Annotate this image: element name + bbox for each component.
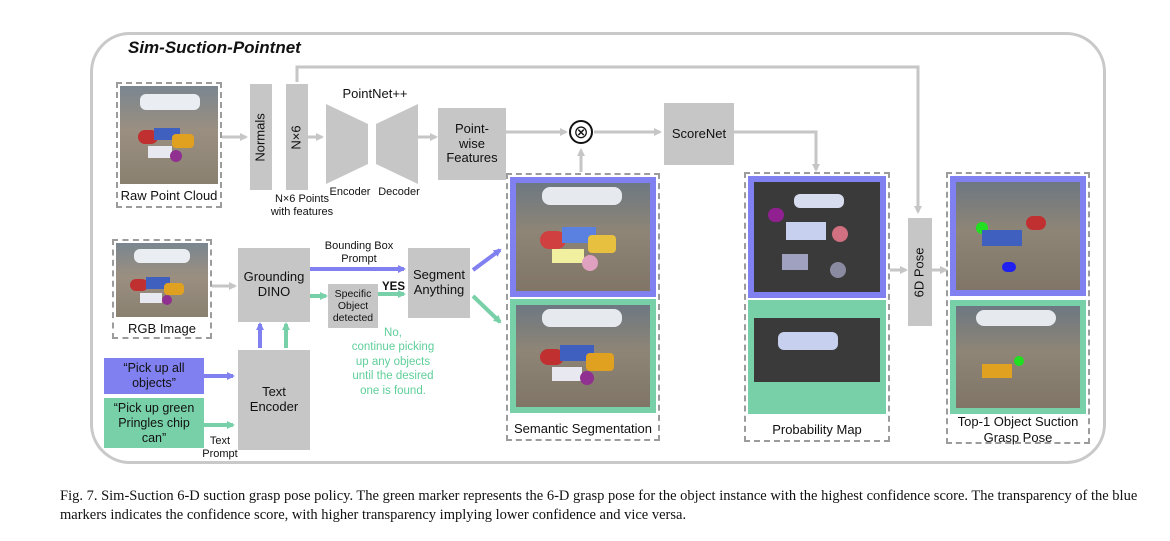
probability-map-panel: Probability Map [744,172,890,442]
encoder-trapezoid [326,104,368,184]
encoder-decoder-shape [326,104,418,184]
text-prompt-label: Text Prompt [202,435,238,461]
top1-purple [950,176,1086,296]
nx6-points-label: N×6 Points with features [270,193,334,219]
top1-label: Top-1 Object Suction Grasp Pose [957,414,1079,445]
scorenet-box: ScoreNet [664,103,734,165]
semantic-segmentation-label: Semantic Segmentation [513,421,653,436]
raw-point-cloud-image [120,86,218,184]
raw-point-cloud-panel: Raw Point Cloud [116,82,222,208]
decoder-trapezoid [376,104,418,184]
seg-image-green [510,299,656,413]
normals-box: Normals [250,84,272,190]
rgb-image-label: RGB Image [128,321,196,336]
bbox-prompt-label: Bounding Box Prompt [324,240,394,266]
pointnet-label: PointNet++ [342,86,408,101]
probmap-purple [748,176,886,298]
no-continue-text: No, continue picking up any objects unti… [351,327,435,397]
pointwise-features-box: Point- wise Features [438,108,506,180]
prompt-purple: “Pick up all objects” [104,358,204,394]
probmap-green [748,300,886,414]
arrow-bypass-to-pose [295,65,922,214]
rgb-image [116,243,208,317]
grounding-dino-box: Grounding DINO [238,248,310,322]
yes-label: YES [382,281,406,293]
top1-panel: Top-1 Object Suction Grasp Pose [946,172,1090,445]
nx6-label: N×6 [288,124,304,150]
normals-label: Normals [252,112,268,162]
nx6-box: N×6 [286,84,308,190]
pipeline-frame [90,32,1106,464]
diagram-title: Sim-Suction-Pointnet [128,38,301,57]
pose-label: 6D Pose [911,247,927,297]
multiply-node: ⊗ [569,120,593,144]
arrow-segment-to-purple-seg [471,248,502,272]
encoder-label: Encoder [329,186,371,198]
semantic-segmentation-panel: Semantic Segmentation [506,173,660,441]
specific-object-box: Specific Object detected [328,284,378,328]
seg-image-purple [510,177,656,297]
rgb-image-panel: RGB Image [112,239,212,339]
top1-green [950,300,1086,414]
decoder-label: Decoder [378,186,420,198]
raw-point-cloud-label: Raw Point Cloud [120,188,218,203]
probability-map-label: Probability Map [772,422,862,437]
figure-caption: Fig. 7. Sim-Suction 6-D suction grasp po… [60,488,1138,523]
segment-anything-box: Segment Anything [408,248,470,318]
arrow-scorenet-to-probmap [734,130,820,172]
pose-box: 6D Pose [908,218,932,326]
prompt-green: “Pick up green Pringles chip can” [104,398,204,448]
text-encoder-box: Text Encoder [238,350,310,450]
arrow-segment-to-green-seg [471,294,502,324]
